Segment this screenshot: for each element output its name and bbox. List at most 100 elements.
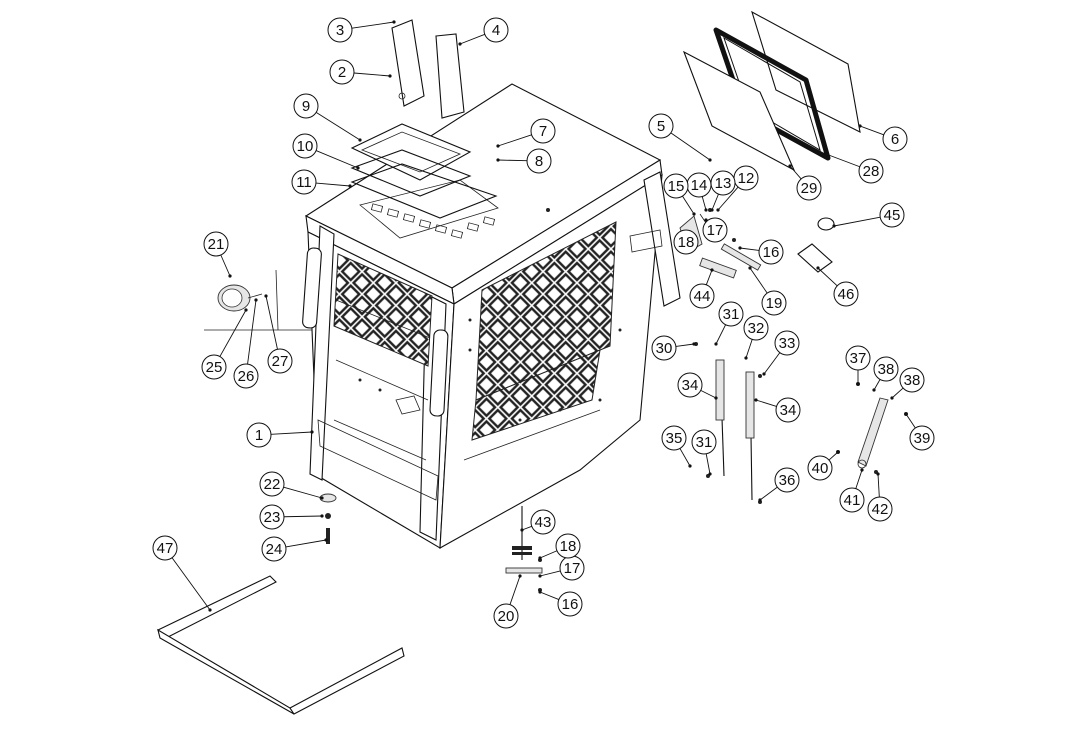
callout-leader [675, 343, 695, 347]
callout-leader-end [762, 372, 766, 376]
callout-leader [825, 153, 860, 168]
callout-29-31: 29 [788, 164, 822, 201]
callout-46-51: 46 [816, 266, 859, 307]
callout-30-32: 30 [651, 335, 696, 361]
callout-label: 39 [914, 430, 931, 447]
side-glass-2-3 [391, 19, 425, 107]
callout-25-27: 25 [201, 308, 248, 380]
cab-roof [304, 83, 663, 305]
floor-frame-47 [157, 575, 405, 715]
callout-circle [530, 509, 556, 535]
callout-label: 1 [255, 427, 263, 444]
callout-24-26: 24 [261, 536, 328, 562]
callout-label: 30 [656, 340, 673, 357]
callout-17-18: 17 [538, 555, 585, 581]
callout-label: 32 [748, 320, 765, 337]
callout-leader [905, 413, 916, 429]
callout-label: 40 [812, 460, 829, 477]
callout-leader-end [904, 412, 908, 416]
latch-assembly [836, 382, 908, 474]
callout-label: 2 [338, 64, 346, 81]
callout-circle [879, 202, 905, 228]
callout-leader-end [458, 42, 462, 46]
callout-leader [315, 150, 359, 169]
callout-circle [651, 335, 677, 361]
callout-label: 22 [264, 476, 281, 493]
gas-strut-assembly [694, 342, 762, 504]
callout-label: 41 [844, 492, 861, 509]
callout-36-40: 36 [758, 467, 800, 502]
callout-circle [246, 422, 272, 448]
callout-19-21: 19 [748, 266, 787, 316]
callout-label: 20 [498, 608, 515, 625]
callout-leader-end [836, 450, 840, 454]
callout-circle [555, 533, 581, 559]
callout-37-41: 37 [845, 345, 871, 386]
callout-10-9: 10 [292, 133, 360, 170]
callout-leader [891, 387, 904, 399]
callout-leader [755, 399, 777, 407]
callout-leader-end [348, 184, 352, 188]
callout-label: 18 [560, 538, 577, 555]
callout-label: 42 [872, 501, 889, 518]
callout-leader-end [688, 464, 692, 468]
callout-circle [557, 591, 583, 617]
callout-circle [774, 330, 800, 356]
callout-label: 28 [863, 163, 880, 180]
callout-label: 33 [779, 335, 796, 352]
callout-leader [711, 193, 719, 211]
callout-leader [497, 134, 532, 147]
callout-circle [743, 315, 769, 341]
callout-label: 17 [564, 560, 581, 577]
callout-leader-end [738, 246, 742, 250]
callout-leader-end [518, 574, 522, 578]
callout-leader-end [356, 166, 360, 170]
callout-circle [530, 118, 556, 144]
callout-7-6: 7 [496, 118, 556, 148]
callout-leader-end [816, 266, 820, 270]
callout-leader-end [708, 472, 712, 476]
callout-label: 25 [206, 359, 223, 376]
callout-45-50: 45 [832, 202, 905, 228]
callout-label: 44 [694, 288, 711, 305]
callout-leader [315, 182, 351, 187]
callout-leader [833, 216, 881, 227]
callout-circle [691, 429, 717, 455]
callout-label: 38 [904, 372, 921, 389]
callout-leader [459, 33, 485, 45]
callout-label: 35 [666, 430, 683, 447]
callout-leader-end [320, 496, 324, 500]
callout-leader-end [754, 398, 758, 402]
callout-leader-end [708, 158, 712, 162]
callout-8-7: 8 [496, 148, 552, 174]
callout-leader-end [254, 298, 258, 302]
callout-39-44: 39 [904, 412, 935, 451]
seal-glass-4 [435, 33, 465, 119]
callout-31-34: 31 [691, 429, 717, 476]
callout-label: 23 [264, 509, 281, 526]
callout-16-15: 16 [738, 239, 784, 265]
callout-circle [293, 93, 319, 119]
callout-label: 16 [562, 596, 579, 613]
callout-leader [283, 515, 323, 518]
callout-leader-end [692, 342, 696, 346]
callout-34-37: 34 [677, 372, 718, 400]
callout-leader-end [264, 294, 268, 298]
callout-leader [539, 570, 561, 577]
callout-11-10: 11 [291, 169, 352, 195]
callout-circle [291, 169, 317, 195]
callout-label: 16 [763, 244, 780, 261]
callout-leader [220, 254, 231, 277]
callout-leader [877, 473, 880, 498]
callout-35-39: 35 [661, 425, 692, 468]
callout-label: 12 [738, 170, 755, 187]
callout-leader [855, 469, 863, 489]
callout-circle [673, 229, 699, 255]
callout-leader [283, 486, 323, 499]
callout-leader [521, 525, 532, 531]
callout-leader [739, 247, 760, 251]
callout-3-2: 3 [327, 17, 396, 43]
callout-leader [763, 352, 781, 375]
